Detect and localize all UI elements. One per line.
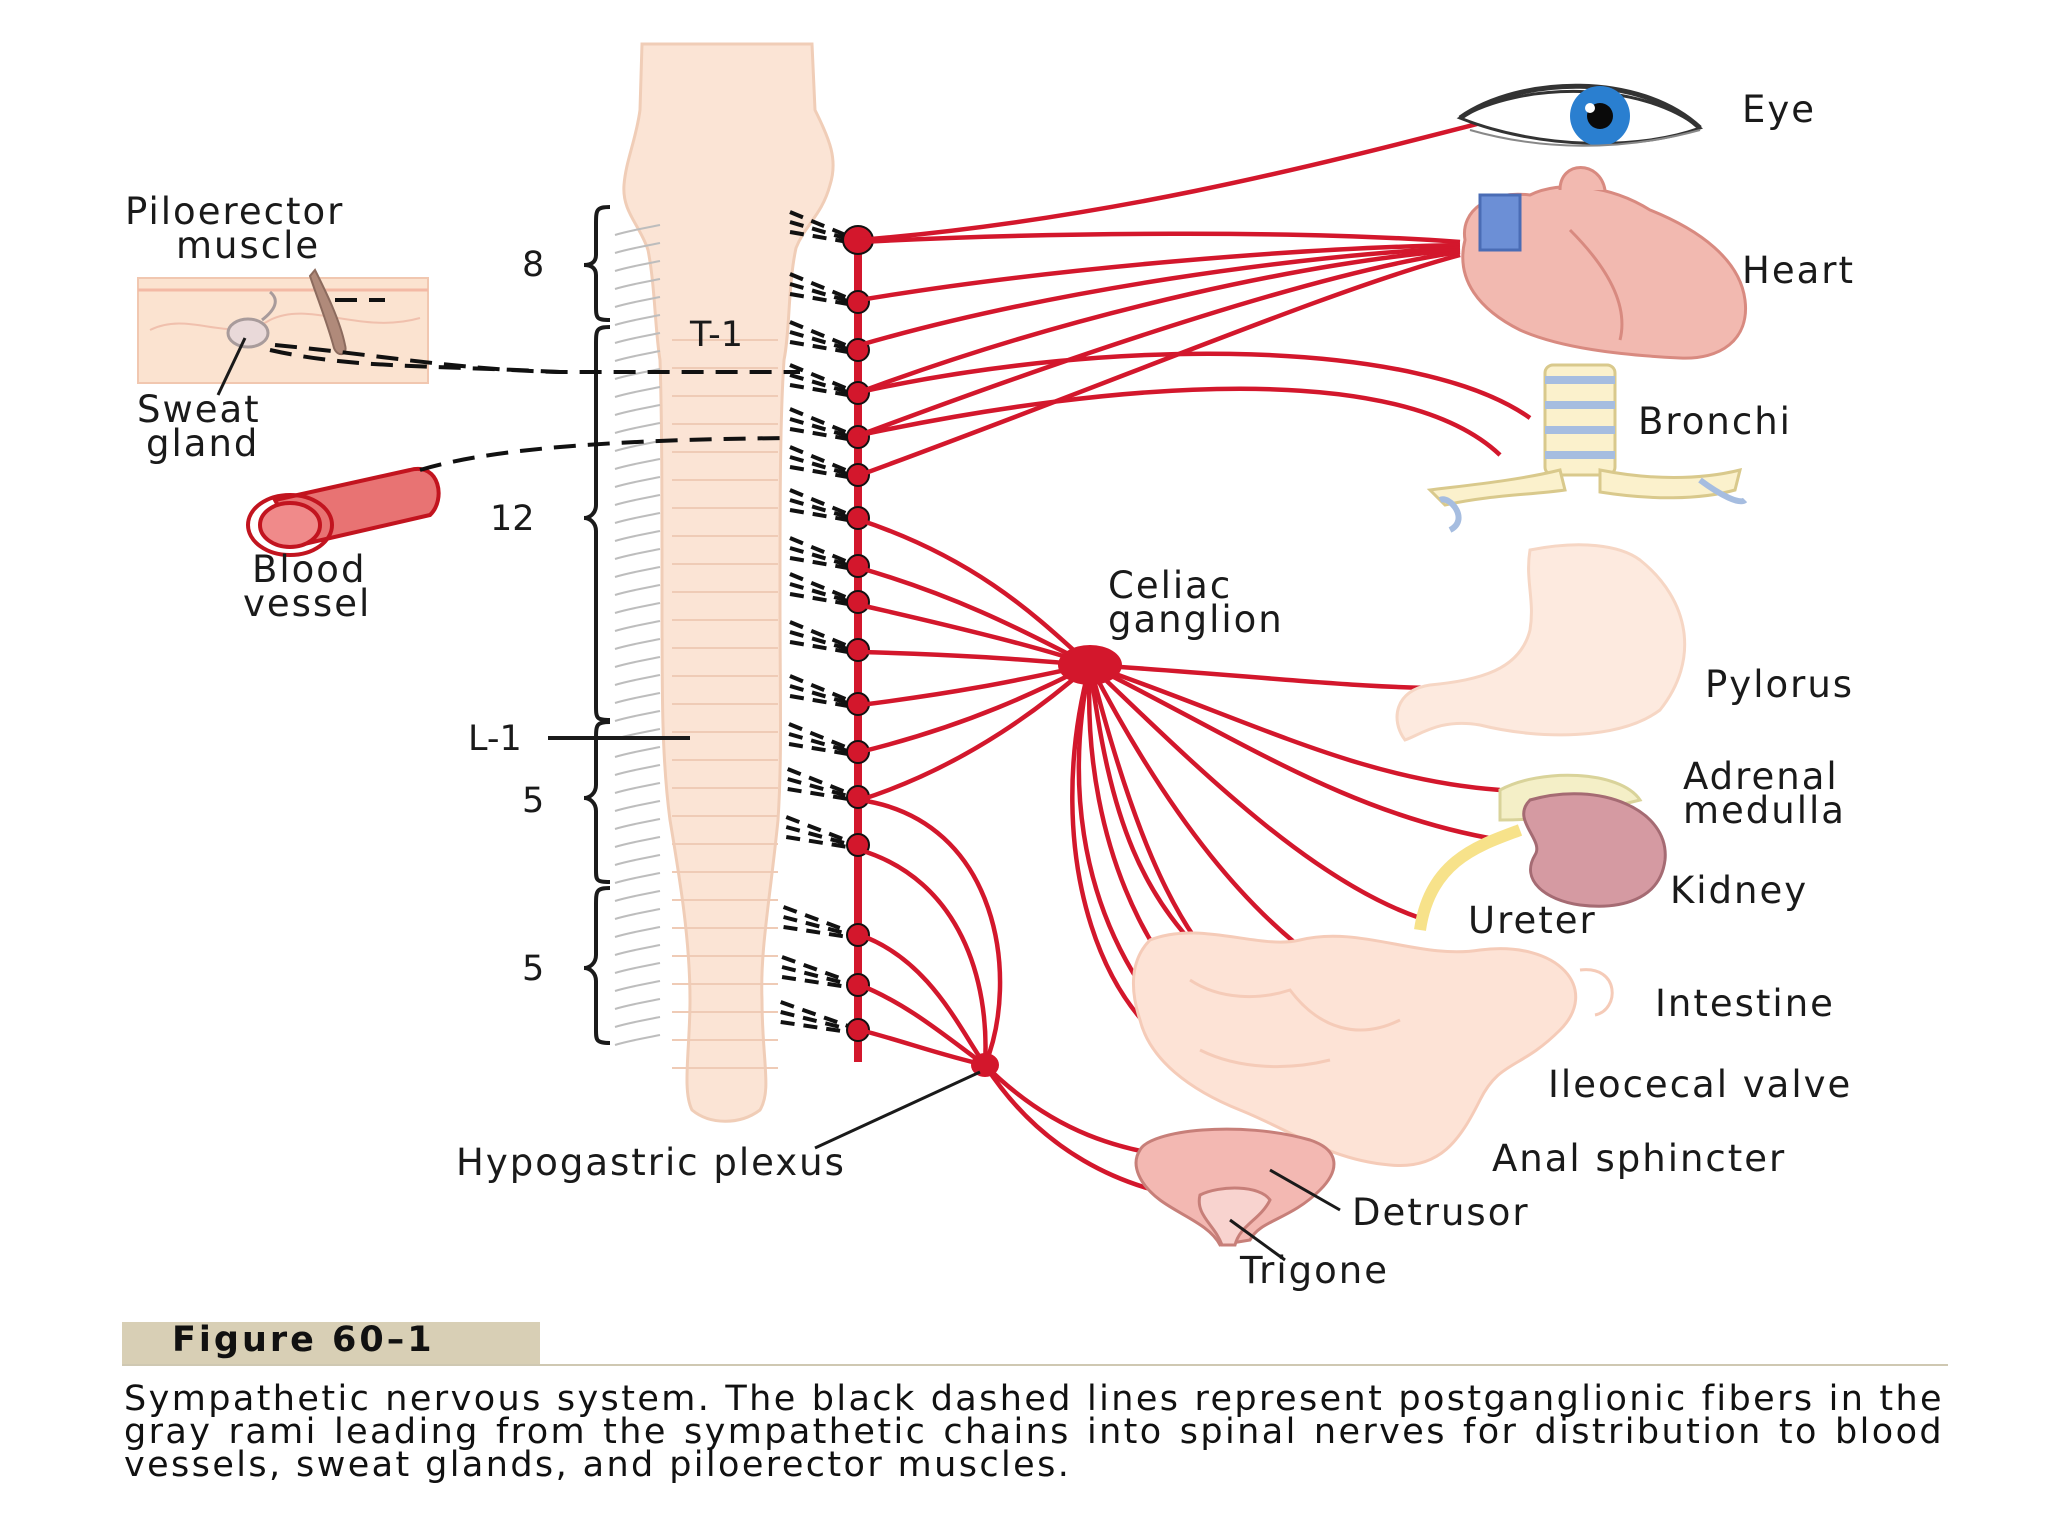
- label-adrenal-1: Adrenal: [1683, 755, 1839, 798]
- label-heart: Heart: [1742, 249, 1855, 292]
- label-anal-sphincter: Anal sphincter: [1492, 1137, 1786, 1180]
- label-hypogastric: Hypogastric plexus: [456, 1141, 846, 1184]
- leader-lines: [216, 337, 1341, 1262]
- label-celiac-2: ganglion: [1108, 598, 1284, 641]
- label-bronchi: Bronchi: [1638, 400, 1792, 443]
- bladder-icon: [1134, 1127, 1336, 1247]
- label-piloerector-2: muscle: [176, 224, 320, 267]
- sympathetic-ganglion: [846, 381, 870, 405]
- label-piloerector-1: Piloerector: [125, 190, 344, 233]
- caption-divider: [122, 1364, 1948, 1366]
- segment-label-5b: 5: [522, 949, 544, 989]
- kidney-icon: [1414, 773, 1667, 931]
- hair-follicle-icon: [308, 268, 347, 356]
- peripheral-dashed-fibers: [269, 298, 800, 472]
- caption-text: Sympathetic nervous system. The black da…: [124, 1379, 1944, 1485]
- segment-label-5a: 5: [522, 781, 544, 821]
- label-sweat-1: Sweat: [137, 388, 261, 431]
- label-kidney: Kidney: [1670, 869, 1808, 912]
- segment-label-l1: L-1: [468, 719, 522, 759]
- bronchi-icon: [1426, 363, 1748, 533]
- label-pylorus: Pylorus: [1705, 663, 1854, 706]
- label-eye: Eye: [1742, 88, 1816, 131]
- sympathetic-ganglion: [846, 554, 870, 578]
- label-adrenal-2: medulla: [1683, 789, 1846, 832]
- label-ileocecal: Ileocecal valve: [1548, 1063, 1852, 1106]
- spinal-nerve-roots: [614, 224, 661, 1046]
- heart-icon: [1461, 166, 1748, 360]
- label-celiac-1: Celiac: [1108, 564, 1232, 607]
- sympathetic-ganglion: [846, 290, 870, 314]
- gray-rami-dashed-lines: [780, 210, 849, 1034]
- celiac-ganglion-node: [1058, 645, 1122, 685]
- label-detrusor: Detrusor: [1352, 1191, 1530, 1234]
- label-trigone: Trigone: [1239, 1249, 1389, 1292]
- spinal-cord: [622, 42, 835, 1123]
- label-ureter: Ureter: [1468, 899, 1597, 942]
- sympathetic-ganglion: [846, 923, 870, 947]
- label-blood-2: vessel: [243, 582, 371, 625]
- segment-label-8: 8: [522, 245, 544, 285]
- sweat-gland-icon: [226, 317, 270, 349]
- sympathetic-ganglion: [846, 973, 870, 997]
- sympathetic-ganglion: [846, 590, 870, 614]
- caption-title-bar: [122, 1322, 540, 1364]
- blood-vessel-icon: [246, 466, 441, 557]
- caption-title: Figure 60–1: [172, 1320, 435, 1360]
- label-blood-1: Blood: [252, 548, 366, 591]
- eye-icon: [1456, 83, 1704, 147]
- label-intestine: Intestine: [1655, 982, 1835, 1025]
- segment-label-12: 12: [490, 499, 535, 539]
- sympathetic-ganglion: [846, 425, 870, 449]
- segment-label-t1: T-1: [689, 315, 743, 355]
- intestine-icon: [1131, 931, 1614, 1168]
- labels: Piloerector muscle Sweat gland Blood ves…: [125, 88, 1855, 1292]
- stomach-icon: [1395, 543, 1687, 742]
- label-sweat-2: gland: [146, 422, 259, 465]
- sympathetic-ganglion: [846, 463, 870, 487]
- hypogastric-plexus-node: [971, 1053, 999, 1077]
- sympathetic-ganglion: [846, 506, 870, 530]
- sympathetic-ganglion: [846, 1018, 870, 1042]
- segment-brackets: [548, 205, 690, 1045]
